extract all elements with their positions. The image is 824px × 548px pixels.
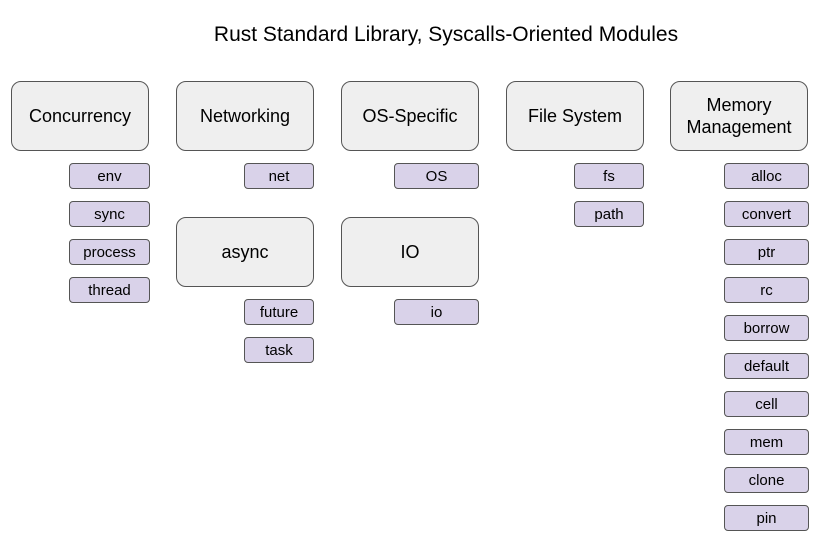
module-default: default [724, 353, 809, 379]
module-rc: rc [724, 277, 809, 303]
module-env: env [69, 163, 150, 189]
module-path: path [574, 201, 644, 227]
module-io: io [394, 299, 479, 325]
module-fs: fs [574, 163, 644, 189]
module-sync: sync [69, 201, 150, 227]
category-async-label: async [221, 242, 269, 262]
category-io: IO [341, 217, 479, 287]
module-os: OS [394, 163, 479, 189]
category-file-system-label: File System [527, 106, 623, 126]
module-convert: convert [724, 201, 809, 227]
category-os-specific-label: OS-Specific [362, 106, 458, 126]
diagram-title: Rust Standard Library, Syscalls-Oriented… [213, 23, 679, 46]
category-os-specific: OS-Specific [341, 81, 479, 151]
module-borrow: borrow [724, 315, 809, 341]
category-concurrency: Concurrency [11, 81, 149, 151]
module-pin: pin [724, 505, 809, 531]
module-future: future [244, 299, 314, 325]
module-mem: mem [724, 429, 809, 455]
category-io-label: IO [400, 242, 420, 262]
category-memory-management: Memory Management [670, 81, 808, 151]
category-concurrency-label: Concurrency [28, 106, 132, 126]
module-cell: cell [724, 391, 809, 417]
category-async: async [176, 217, 314, 287]
module-ptr: ptr [724, 239, 809, 265]
category-networking: Networking [176, 81, 314, 151]
module-alloc: alloc [724, 163, 809, 189]
module-net: net [244, 163, 314, 189]
module-thread: thread [69, 277, 150, 303]
module-process: process [69, 239, 150, 265]
module-task: task [244, 337, 314, 363]
category-memory-management-label: Memory Management [686, 95, 792, 137]
category-networking-label: Networking [199, 106, 291, 126]
module-clone: clone [724, 467, 809, 493]
category-file-system: File System [506, 81, 644, 151]
